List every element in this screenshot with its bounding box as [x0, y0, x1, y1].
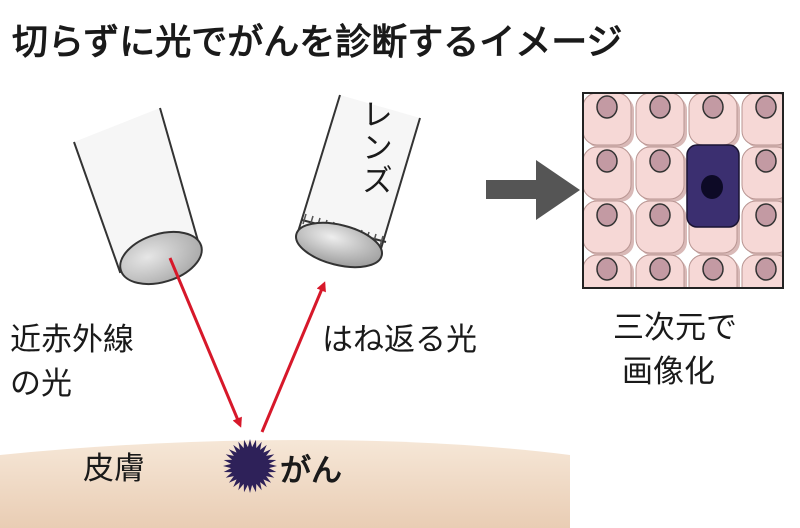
normal-cell: [635, 146, 685, 200]
diagram-title: 切らずに光でがんを診断するイメージ: [12, 22, 623, 63]
cell-nucleus: [755, 149, 777, 173]
normal-cell: [635, 93, 685, 146]
cell-nucleus: [702, 257, 724, 281]
tumor-mark: [223, 439, 277, 493]
cell-nucleus: [649, 203, 671, 227]
cancer-label: がん: [280, 453, 342, 489]
lens-face: [295, 221, 383, 269]
normal-cell: [583, 146, 632, 200]
normal-cell: [583, 93, 632, 146]
cell-nucleus: [596, 257, 618, 281]
lens-label: レンズ: [356, 98, 392, 197]
cell-nucleus: [755, 95, 777, 119]
reflected-light-arrow: [260, 281, 326, 433]
skin-surface: [0, 440, 570, 528]
cell-nucleus: [702, 95, 724, 119]
reflected-light-label: はね返る光: [322, 322, 477, 358]
skin-label: 皮膚: [83, 451, 145, 487]
process-arrow: [486, 160, 580, 220]
output-label-line1: 三次元で: [613, 310, 737, 346]
normal-cell: [635, 200, 685, 254]
normal-cell: [583, 200, 632, 254]
cell-nucleus: [596, 149, 618, 173]
emitter-tube: [73, 107, 203, 286]
cell-nucleus: [596, 203, 618, 227]
nir-label-line1: 近赤外線: [10, 322, 134, 358]
cell-nucleus: [649, 149, 671, 173]
emitter-lens-face: [119, 230, 203, 286]
output-label-line2: 画像化: [622, 354, 715, 390]
cell-nucleus: [649, 257, 671, 281]
cell-nucleus: [755, 203, 777, 227]
cell-nucleus: [649, 95, 671, 119]
cancer-cell-nucleus: [701, 175, 723, 199]
cell-nucleus: [755, 257, 777, 281]
lens-tube: [295, 94, 421, 269]
cell-image: [582, 92, 784, 289]
incident-light-arrow: [168, 257, 242, 428]
cell-nucleus: [596, 95, 618, 119]
nir-label-line2: の光: [10, 366, 72, 402]
